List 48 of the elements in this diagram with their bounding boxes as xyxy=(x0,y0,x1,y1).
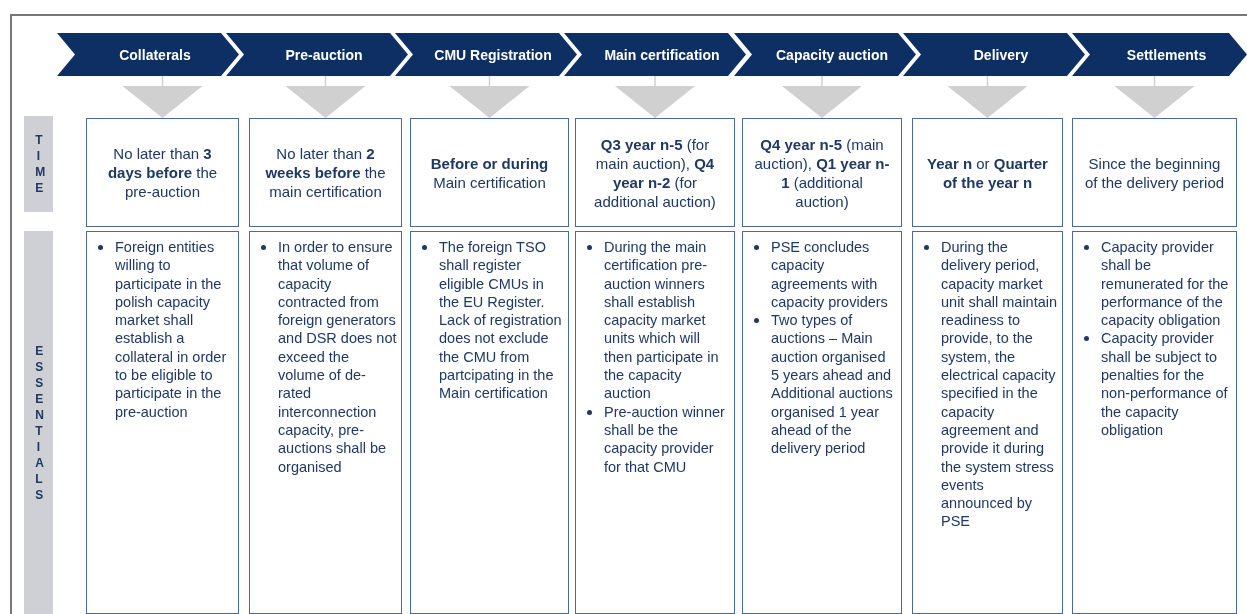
time-box xyxy=(742,118,902,227)
time-text: Q3 year n-5 (for main auction), Q4 year n-2 (for additional auction) xyxy=(593,134,717,211)
time-text: Year n or Quarter of the year n xyxy=(926,153,1049,192)
time-text: Before or during Main certification xyxy=(429,153,550,192)
essentials-box xyxy=(410,231,569,614)
essentials-box xyxy=(249,231,402,614)
down-arrow xyxy=(615,75,695,119)
down-arrow xyxy=(122,75,203,119)
down-arrow xyxy=(782,75,862,119)
bullet-text: Capacity provider shall be subject to penalties for the non-performance of the capacity obligation xyxy=(1101,330,1228,438)
bullet-text: In order to ensure that volume of capacity contracted from foreign generators and DSR does not exceed the volume of de-rated interconnection capacity, pre-auctions shall be organised xyxy=(278,239,397,475)
time-box xyxy=(912,118,1063,227)
time-text: Since the beginning of the delivery period xyxy=(1083,153,1226,192)
chevron-step: Collaterals xyxy=(57,33,239,76)
essentials-box xyxy=(575,231,735,614)
bullet-text: The foreign TSO shall register eligible CMUs in the EU Register. Lack of registration does not exclude the CMU from partcipating in the Main certification xyxy=(439,239,562,402)
essentials-box xyxy=(1072,231,1237,614)
chevron-step: CMU Registration xyxy=(395,33,577,76)
row-label-band xyxy=(24,231,53,614)
bullet-text: Capacity provider shall be remunerated for the performance of the capacity obligation xyxy=(1101,239,1229,329)
bullet-text: Two types of auctions – Main auction organised 5 years ahead and Additional auctions organised 1 year ahead of the delivery period xyxy=(771,312,893,457)
time-box xyxy=(249,118,402,227)
chevron-step: Delivery xyxy=(903,33,1085,76)
chevron-step: Capacity auction xyxy=(734,33,916,76)
bullet-text: PSE concludes capacity agreements with capacity providers xyxy=(771,239,888,310)
essentials-box xyxy=(912,231,1063,614)
down-arrow xyxy=(1114,75,1195,119)
time-text: No later than 2 weeks before the main certification xyxy=(264,144,387,201)
chevron-step: Main certification xyxy=(564,33,746,76)
row-label: ESSENTIALS xyxy=(35,342,42,503)
time-box xyxy=(86,118,239,227)
bullet-text: Foreign entities willing to participate in the polish capacity market shall establish a collateral in order to be eligible to participate in the pre-auction xyxy=(115,239,227,420)
time-text: No later than 3 days before the pre-auction xyxy=(106,144,219,201)
bullet-text: During the delivery period, capacity market unit shall maintain readiness to provide, to the system, the electrical capacity specified in the capacity agreement and provide it during the system stress events announced by PSE xyxy=(941,239,1058,530)
down-arrow xyxy=(449,75,530,119)
down-arrow xyxy=(285,75,366,119)
down-arrow xyxy=(947,75,1028,119)
bullet-text: Pre-auction winner shall be the capacity provider for that CMU xyxy=(604,403,725,475)
essentials-box xyxy=(86,231,239,614)
chevron-step: Pre-auction xyxy=(226,33,408,76)
essentials-box xyxy=(742,231,902,614)
time-box xyxy=(1072,118,1237,227)
time-box xyxy=(410,118,569,227)
time-box xyxy=(575,118,735,227)
chevron-step: Settlements xyxy=(1072,33,1247,76)
row-label-band xyxy=(24,116,53,212)
bullet-text: During the main certification pre-auction winners shall establish capacity market units which will then participate in the capacity auction xyxy=(604,239,719,402)
time-text: Q4 year n-5 (main auction), Q1 year n-1 (additional auction) xyxy=(753,134,891,211)
